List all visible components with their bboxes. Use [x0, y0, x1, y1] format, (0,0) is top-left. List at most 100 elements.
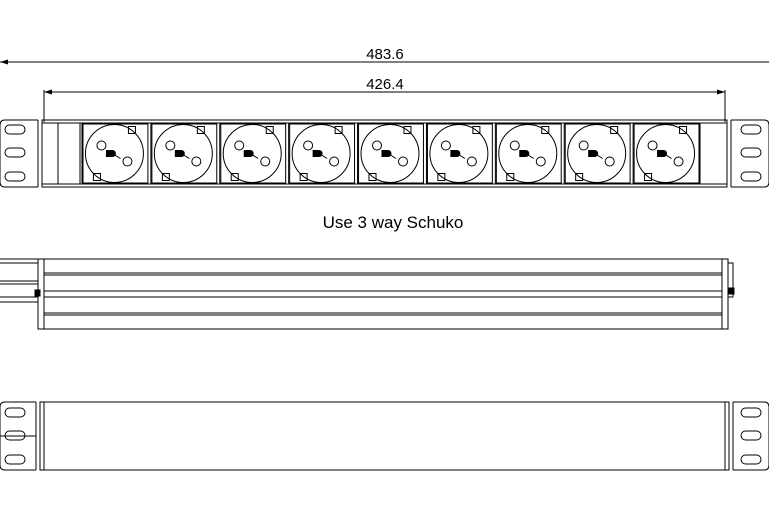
end-block-left: [57, 122, 81, 185]
screw-head: [519, 150, 526, 157]
inner-width-label: 426.4: [366, 76, 404, 93]
overall-width-label: 483.6: [366, 46, 404, 63]
socket-face: [291, 124, 351, 183]
socket-frame: [358, 123, 424, 184]
pin-hole: [329, 156, 340, 167]
earth-clip: [541, 126, 550, 134]
screw-head: [243, 150, 250, 157]
mounting-slot: [740, 407, 762, 418]
earth-clip: [437, 173, 446, 181]
side-left-clip: [34, 289, 41, 297]
rear-left-mounting-ear: [0, 401, 37, 471]
side-right-bracket: [728, 262, 734, 298]
earth-clip: [644, 173, 653, 181]
end-block-right: [699, 122, 728, 185]
pin-hole: [122, 156, 133, 167]
socket-frame: [633, 123, 700, 184]
pin-hole: [398, 156, 408, 167]
mounting-slot: [4, 124, 26, 135]
socket-frame: [151, 123, 218, 184]
socket-face: [360, 124, 420, 183]
mounting-slot: [740, 171, 762, 182]
pin-hole: [234, 140, 245, 151]
earth-clip: [230, 173, 239, 181]
front-view: [0, 119, 769, 188]
rear-right-mounting-ear: [732, 401, 769, 471]
socket-frame: [82, 123, 149, 184]
earth-clip: [196, 126, 205, 134]
earth-clip: [506, 173, 515, 181]
pin-hole: [466, 156, 477, 167]
earth-clip: [679, 126, 688, 134]
pin-hole: [604, 156, 615, 167]
screw-head: [381, 150, 388, 157]
socket-frame: [564, 123, 631, 184]
screw-head: [588, 150, 595, 157]
schuko-socket-icon: [219, 123, 287, 184]
schuko-socket-icon: [425, 123, 493, 184]
mounting-slot: [4, 171, 26, 182]
earth-clip: [92, 173, 101, 181]
socket-face: [153, 124, 213, 183]
screw-head: [174, 150, 181, 157]
socket-frame: [426, 123, 493, 184]
earth-clip: [334, 126, 343, 134]
earth-clip: [161, 173, 170, 181]
side-right-clip: [727, 287, 735, 295]
mounting-slot: [4, 147, 26, 158]
socket-frame: [289, 123, 356, 184]
socket-frame: [495, 123, 562, 184]
pin-hole: [509, 140, 520, 151]
mounting-slot: [740, 454, 762, 465]
pin-hole: [578, 140, 589, 151]
socket-face: [636, 124, 696, 183]
pin-hole: [647, 140, 658, 151]
schuko-socket-icon: [81, 123, 149, 184]
socket-row: [81, 123, 700, 184]
schuko-socket-icon: [563, 123, 631, 184]
pin-hole: [673, 156, 684, 167]
pin-hole: [165, 140, 176, 151]
mounting-slot: [4, 407, 26, 418]
schuko-socket-icon: [150, 123, 218, 184]
socket-frame: [220, 123, 287, 184]
right-mounting-ear: [730, 119, 769, 188]
left-mounting-ear: [0, 119, 39, 188]
socket-face: [222, 124, 282, 183]
earth-clip: [368, 173, 377, 181]
pin-hole: [191, 156, 202, 167]
side-left-bracket: [0, 258, 38, 303]
pin-hole: [440, 140, 451, 151]
pin-hole: [372, 140, 382, 151]
earth-clip: [575, 173, 584, 181]
schuko-socket-icon: [632, 123, 700, 184]
earth-clip: [610, 126, 619, 134]
side-view: [0, 258, 735, 330]
side-body: [37, 258, 729, 330]
rear-panel: [39, 401, 730, 471]
schuko-socket-icon: [288, 123, 356, 184]
rear-view: [0, 401, 769, 471]
schuko-socket-icon: [357, 123, 424, 184]
inner-width-dimension: 426.4: [43, 76, 726, 122]
earth-clip: [472, 126, 481, 134]
pin-hole: [260, 156, 271, 167]
pin-hole: [303, 140, 314, 151]
socket-face: [429, 124, 489, 183]
pin-hole: [535, 156, 546, 167]
screw-head: [312, 150, 319, 157]
schuko-socket-icon: [494, 123, 562, 184]
screw-head: [657, 150, 664, 157]
socket-face: [84, 124, 144, 183]
pin-hole: [96, 140, 107, 151]
socket-face: [498, 124, 558, 183]
mounting-slot: [740, 430, 762, 441]
earth-clip: [299, 173, 308, 181]
screw-head: [450, 150, 457, 157]
mounting-slot: [740, 124, 762, 135]
caption: Use 3 way Schuko: [323, 213, 464, 232]
earth-clip: [127, 126, 136, 134]
earth-clip: [403, 126, 412, 134]
